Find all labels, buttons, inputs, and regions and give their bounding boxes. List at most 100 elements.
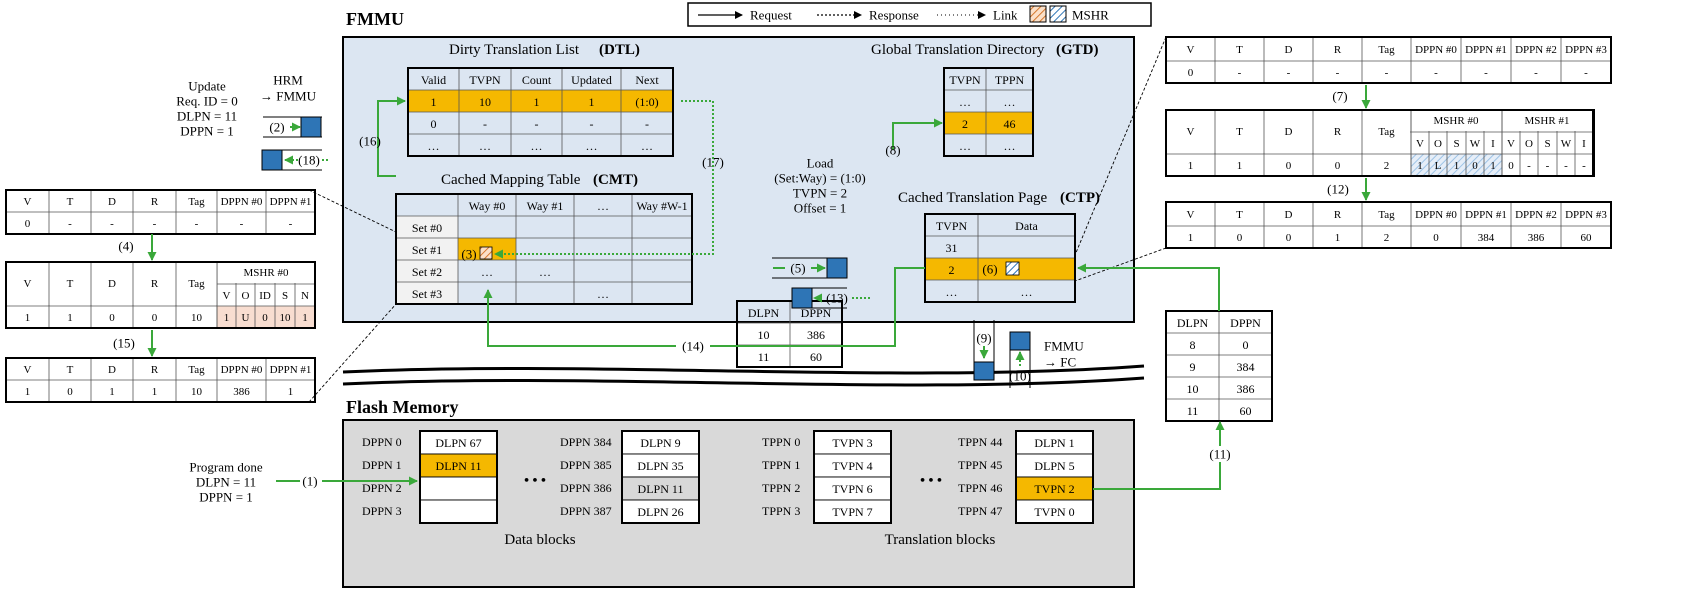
step-label: (3) (461, 247, 476, 262)
merge-cover (218, 263, 314, 283)
table-cell: - (195, 218, 199, 230)
page-address: DPPN 384 (560, 435, 612, 449)
table-cell: Updated (571, 73, 612, 87)
page-address: DPPN 0 (362, 435, 402, 449)
table-cell: T (67, 196, 74, 208)
data-blocks-label: Data blocks (504, 532, 575, 548)
mshr-orange-icon (479, 246, 493, 260)
table-cell: - (68, 218, 72, 230)
arrow-8 (892, 118, 943, 150)
table-cell: Tag (1378, 44, 1395, 56)
table-border (924, 213, 1076, 303)
table-cell: Set #1 (412, 243, 442, 257)
block-border (1015, 430, 1094, 524)
table-cell: Way #1 (527, 199, 564, 213)
table-cell: DPPN #3 (1565, 44, 1607, 56)
table-cell: 1 (534, 95, 540, 109)
table-cell: R (1334, 44, 1342, 56)
table-cell: 1 (1188, 160, 1194, 172)
table-border (1165, 36, 1612, 84)
page-content: DLPN 9 (640, 436, 680, 450)
table-border (5, 357, 316, 403)
table-cell: TVPN (949, 73, 981, 87)
cell-fill (925, 258, 978, 280)
table-cell: 1 (288, 386, 294, 398)
block-border (813, 430, 892, 524)
table-border (5, 261, 316, 329)
mshr-group-header: MSHR #0 (1434, 115, 1479, 127)
table-cell: 0 (1508, 160, 1514, 172)
table-cell: V (24, 196, 32, 208)
page-cell (419, 476, 498, 501)
fmmu-title: FMMU (346, 9, 404, 29)
table-cell: 10 (191, 386, 203, 398)
step-label: (14) (682, 339, 704, 354)
table-cell: TPPN (995, 73, 1025, 87)
page-address: DPPN 1 (362, 458, 402, 472)
table-cell: TVPN (469, 73, 501, 87)
table-cell: 60 (1581, 232, 1593, 244)
table-cell: 386 (1237, 382, 1255, 396)
table-cell: W (1561, 138, 1572, 150)
link-line (1074, 247, 1167, 282)
table-border (407, 67, 674, 157)
step-label: (18) (298, 153, 320, 168)
table-cell: … (1021, 285, 1033, 299)
page-address: TPPN 0 (762, 435, 800, 449)
table-cell: V (1507, 138, 1515, 150)
flash-title: Flash Memory (346, 397, 458, 417)
page-content: TVPN 7 (832, 505, 872, 519)
page-content: DLPN 1 (1034, 436, 1074, 450)
step-label: (2) (269, 120, 284, 135)
ctp-abbr: (CTP) (1060, 190, 1100, 206)
gtd-title: Global Translation Directory (871, 42, 1045, 58)
merge-cover (7, 263, 217, 305)
table-cell: 46 (1004, 117, 1016, 131)
legend-link: Link (993, 8, 1018, 23)
update-note: DLPN = 11 (177, 109, 237, 124)
table-cell: 9 (1190, 360, 1196, 374)
table-cell: S (282, 290, 288, 302)
table-cell: DPPN #1 (270, 364, 312, 376)
table-cell: D (1285, 126, 1293, 138)
update-note: Update (188, 79, 226, 94)
arrow-16 (377, 96, 406, 177)
legend-box (687, 2, 1152, 27)
table-cell: 0 (1335, 160, 1341, 172)
table-cell: DPPN #1 (270, 196, 312, 208)
table-cell: DPPN #1 (1465, 209, 1507, 221)
queue-block (791, 287, 813, 309)
table-cell: … (479, 139, 491, 153)
table-cell: 0 (1286, 232, 1292, 244)
ctp-title: Cached Translation Page (898, 190, 1047, 206)
table-cell: D (1285, 209, 1293, 221)
table-cell: S (1544, 138, 1550, 150)
table-cell: 384 (1237, 360, 1255, 374)
table-cell: 0 (262, 312, 268, 324)
table-cell: D (108, 364, 116, 376)
page-address: TPPN 46 (958, 481, 1002, 495)
page-content: TVPN 6 (832, 482, 872, 496)
table-cell: T (67, 364, 74, 376)
table-cell: - (1484, 67, 1488, 79)
table-cell: - (1336, 67, 1340, 79)
table-cell: 1 (1335, 232, 1341, 244)
table-cell: 60 (1240, 404, 1252, 418)
block-border (419, 430, 498, 524)
program-note: DLPN = 11 (196, 475, 256, 490)
queue-block (261, 149, 283, 171)
cell-fill (217, 306, 236, 328)
table-cell: DPPN #0 (221, 364, 263, 376)
step-label: (11) (1209, 447, 1230, 462)
step-label: (9) (976, 331, 991, 346)
table-cell: V (1416, 138, 1424, 150)
table-cell: Data (1015, 219, 1038, 233)
table-cell: R (151, 196, 159, 208)
hrm-note: → FMMU (260, 89, 317, 104)
link-line (1074, 36, 1167, 256)
